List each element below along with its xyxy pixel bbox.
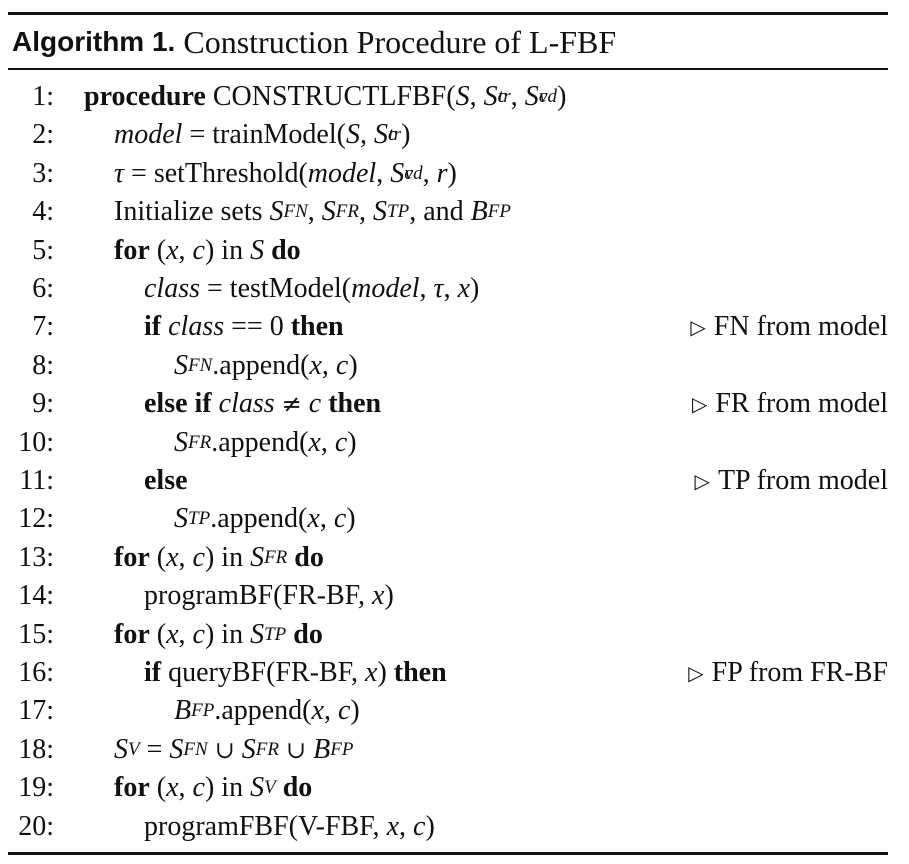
line-number: 9: xyxy=(32,388,54,420)
top-rule xyxy=(8,12,888,15)
header-rule xyxy=(8,68,888,70)
line-comment: ▷ TP from model xyxy=(695,462,888,500)
line-code: class = testModel(model, τ, x) xyxy=(144,273,480,304)
line-number: 11: xyxy=(19,465,54,496)
algorithm-line: 5: for (x, c) in S do xyxy=(8,232,888,270)
line-number: 18: xyxy=(18,733,54,765)
algorithm-line: 7: if class == 0 then ▷ FN from model xyxy=(8,308,888,346)
comment-text: FN from model xyxy=(713,311,888,343)
line-code: programFBF(V-FBF, x, c) xyxy=(144,810,435,842)
comment-triangle-icon: ▷ xyxy=(688,661,704,685)
line-number: 1: xyxy=(32,81,54,112)
line-number: 7: xyxy=(32,311,54,343)
line-number: 13: xyxy=(18,541,54,573)
line-code: else xyxy=(144,465,188,496)
line-number: 17: xyxy=(18,695,54,727)
line-number: 16: xyxy=(18,657,54,688)
comment-triangle-icon: ▷ xyxy=(690,315,706,340)
line-number: 8: xyxy=(32,349,54,381)
line-comment: ▷ FR from model xyxy=(692,385,888,423)
line-number: 5: xyxy=(32,234,54,266)
line-code: else if class ≠ c then xyxy=(144,388,382,420)
algorithm-title: Algorithm 1. Construction Procedure of L… xyxy=(12,20,616,64)
algorithm-line: 20: programFBF(V-FBF, x, c) xyxy=(8,808,888,846)
comment-text: TP from model xyxy=(717,465,888,496)
line-number: 19: xyxy=(18,772,54,804)
algorithm-line: 14: programBF(FR-BF, x) xyxy=(8,577,888,615)
bottom-rule xyxy=(8,852,888,855)
comment-text: FR from model xyxy=(715,388,888,420)
line-number: 15: xyxy=(18,618,54,650)
line-comment: ▷ FP from FR-BF xyxy=(688,654,888,692)
algorithm-line: 11: else ▷ TP from model xyxy=(8,462,888,500)
line-number: 10: xyxy=(18,426,54,458)
algorithm-line: 16: if queryBF(FR-BF, x) then ▷ FP from FR-… xyxy=(8,654,888,692)
comment-triangle-icon: ▷ xyxy=(691,392,708,417)
line-number: 12: xyxy=(18,503,54,535)
comment-triangle-icon: ▷ xyxy=(694,469,710,493)
line-number: 3: xyxy=(32,157,54,189)
algorithm-line: 6: class = testModel(model, τ, x) xyxy=(8,270,888,308)
line-number: 20: xyxy=(18,810,54,842)
line-code: programBF(FR-BF, x) xyxy=(144,580,394,612)
line-comment: ▷ FN from model xyxy=(690,308,888,346)
line-code: if queryBF(FR-BF, x) then xyxy=(144,657,447,688)
comment-text: FP from FR-BF xyxy=(711,657,888,688)
line-number: 4: xyxy=(32,196,54,228)
algorithm-caption: Construction Procedure of L-FBF xyxy=(183,23,617,60)
line-number: 2: xyxy=(32,119,54,151)
line-number: 14: xyxy=(18,580,54,612)
line-number: 6: xyxy=(32,273,54,304)
algorithm-line: 9: else if class ≠ c then ▷ FR from model xyxy=(8,385,888,423)
line-code: for (x, c) in S do xyxy=(114,234,301,266)
line-code: if class == 0 then xyxy=(144,311,344,343)
algorithm-label: Algorithm 1. xyxy=(12,26,176,57)
